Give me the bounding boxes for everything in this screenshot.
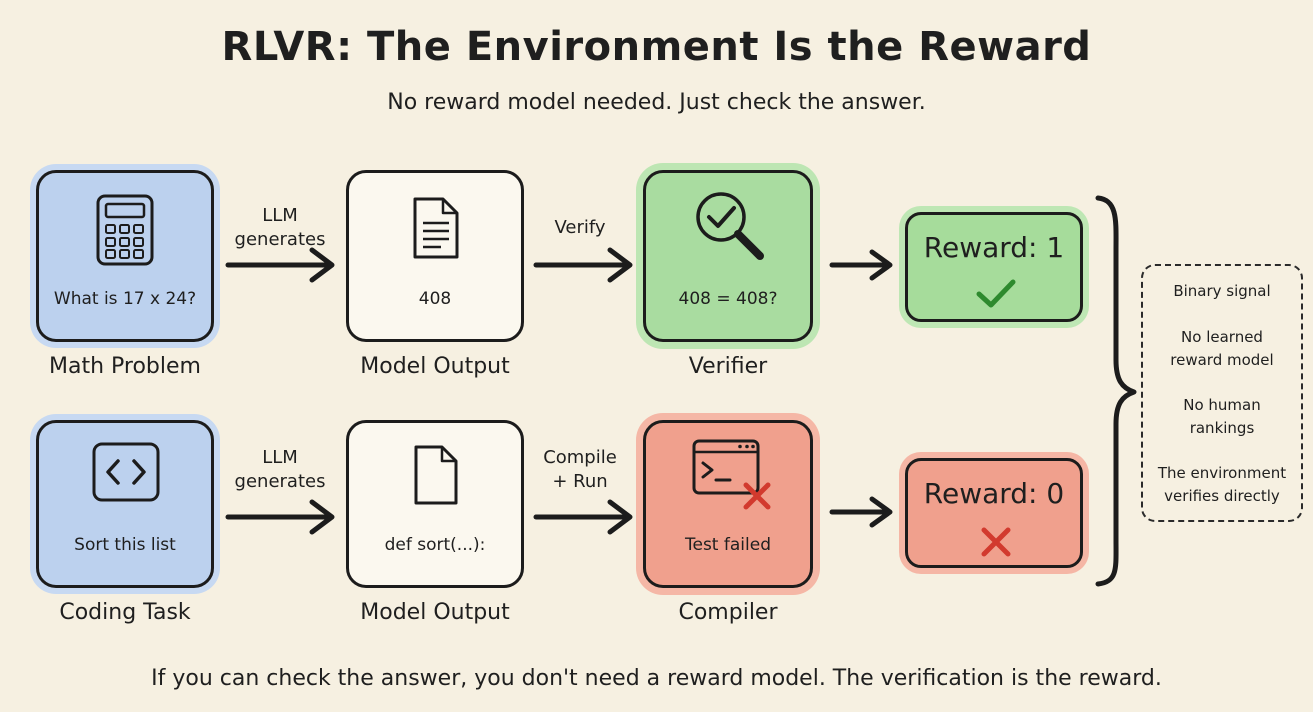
arrow-verifier-to-reward-1: [829, 249, 893, 281]
arrow-label-compile-run: Compile + Run: [510, 446, 650, 494]
properties-note-box: Binary signal No learned reward model No…: [1141, 264, 1303, 522]
coding-task-text: Sort this list: [74, 535, 176, 555]
arrow-label-line: Verify: [554, 217, 606, 238]
reward-1-box: Reward: 1: [905, 212, 1083, 322]
arrow-label-line: + Run: [552, 471, 608, 492]
note-no-human-rankings: No human rankings: [1143, 394, 1301, 440]
x-mark-icon: [981, 527, 1011, 557]
note-line: No human: [1183, 396, 1261, 414]
verifier-text: 408 = 408?: [678, 289, 778, 309]
arrow-label-line: LLM: [262, 447, 298, 468]
code-brackets-icon: [92, 442, 160, 502]
math-problem-text: What is 17 x 24?: [53, 289, 197, 309]
note-line: rankings: [1189, 419, 1255, 437]
magnifier-check-icon: [696, 192, 764, 260]
arrow-output-to-compiler: [533, 499, 633, 535]
compiler-label: Compiler: [678, 600, 778, 625]
arrow-input-to-output-1: [225, 247, 335, 283]
arrow-label-llm-generates-1: LLM generates: [210, 204, 350, 252]
model-output-label-2: Model Output: [360, 600, 510, 625]
file-icon: [414, 445, 458, 505]
arrow-compiler-to-reward-0: [829, 496, 893, 528]
terminal-x-icon: [692, 439, 771, 510]
arrow-label-llm-generates-2: LLM generates: [210, 446, 350, 494]
arrow-label-verify: Verify: [510, 216, 650, 240]
diagram-title: RLVR: The Environment Is the Reward: [221, 24, 1092, 70]
arrow-label-line: generates: [234, 229, 326, 250]
arrow-output-to-verifier: [533, 247, 633, 283]
coding-task-box: Sort this list: [36, 420, 214, 588]
model-output-box-2: def sort(...):: [346, 420, 524, 588]
reward-0-text: Reward: 0: [923, 477, 1065, 510]
arrow-label-line: LLM: [262, 205, 298, 226]
note-line: verifies directly: [1164, 487, 1280, 505]
model-output-label-1: Model Output: [360, 354, 510, 379]
note-line: reward model: [1170, 351, 1274, 369]
math-problem-box: What is 17 x 24?: [36, 170, 214, 342]
document-icon: [413, 197, 459, 259]
verifier-label: Verifier: [688, 354, 768, 379]
model-output-box-1: 408: [346, 170, 524, 342]
grouping-brace: [1095, 195, 1137, 587]
checkmark-icon: [976, 279, 1016, 308]
note-binary-signal: Binary signal: [1143, 280, 1301, 303]
arrow-label-line: generates: [234, 471, 326, 492]
reward-1-text: Reward: 1: [923, 231, 1065, 264]
model-output-text-2: def sort(...):: [384, 535, 486, 555]
note-line: No learned: [1181, 328, 1263, 346]
note-no-learned-reward-model: No learned reward model: [1143, 326, 1301, 372]
compiler-box: Test failed: [643, 420, 813, 588]
compiler-text: Test failed: [685, 535, 771, 555]
note-environment-verifies: The environment verifies directly: [1143, 462, 1301, 508]
note-line: The environment: [1157, 464, 1287, 482]
coding-task-label: Coding Task: [59, 600, 191, 625]
arrow-input-to-output-2: [225, 499, 335, 535]
diagram-subtitle: No reward model needed. Just check the a…: [387, 90, 926, 115]
verifier-box: 408 = 408?: [643, 170, 813, 342]
math-problem-label: Math Problem: [49, 354, 201, 379]
reward-0-box: Reward: 0: [905, 458, 1083, 568]
calculator-icon: [96, 194, 154, 266]
diagram-footer: If you can check the answer, you don't n…: [151, 666, 1162, 691]
arrow-label-line: Compile: [543, 447, 617, 468]
note-line: Binary signal: [1173, 282, 1271, 300]
model-output-text-1: 408: [418, 289, 452, 309]
